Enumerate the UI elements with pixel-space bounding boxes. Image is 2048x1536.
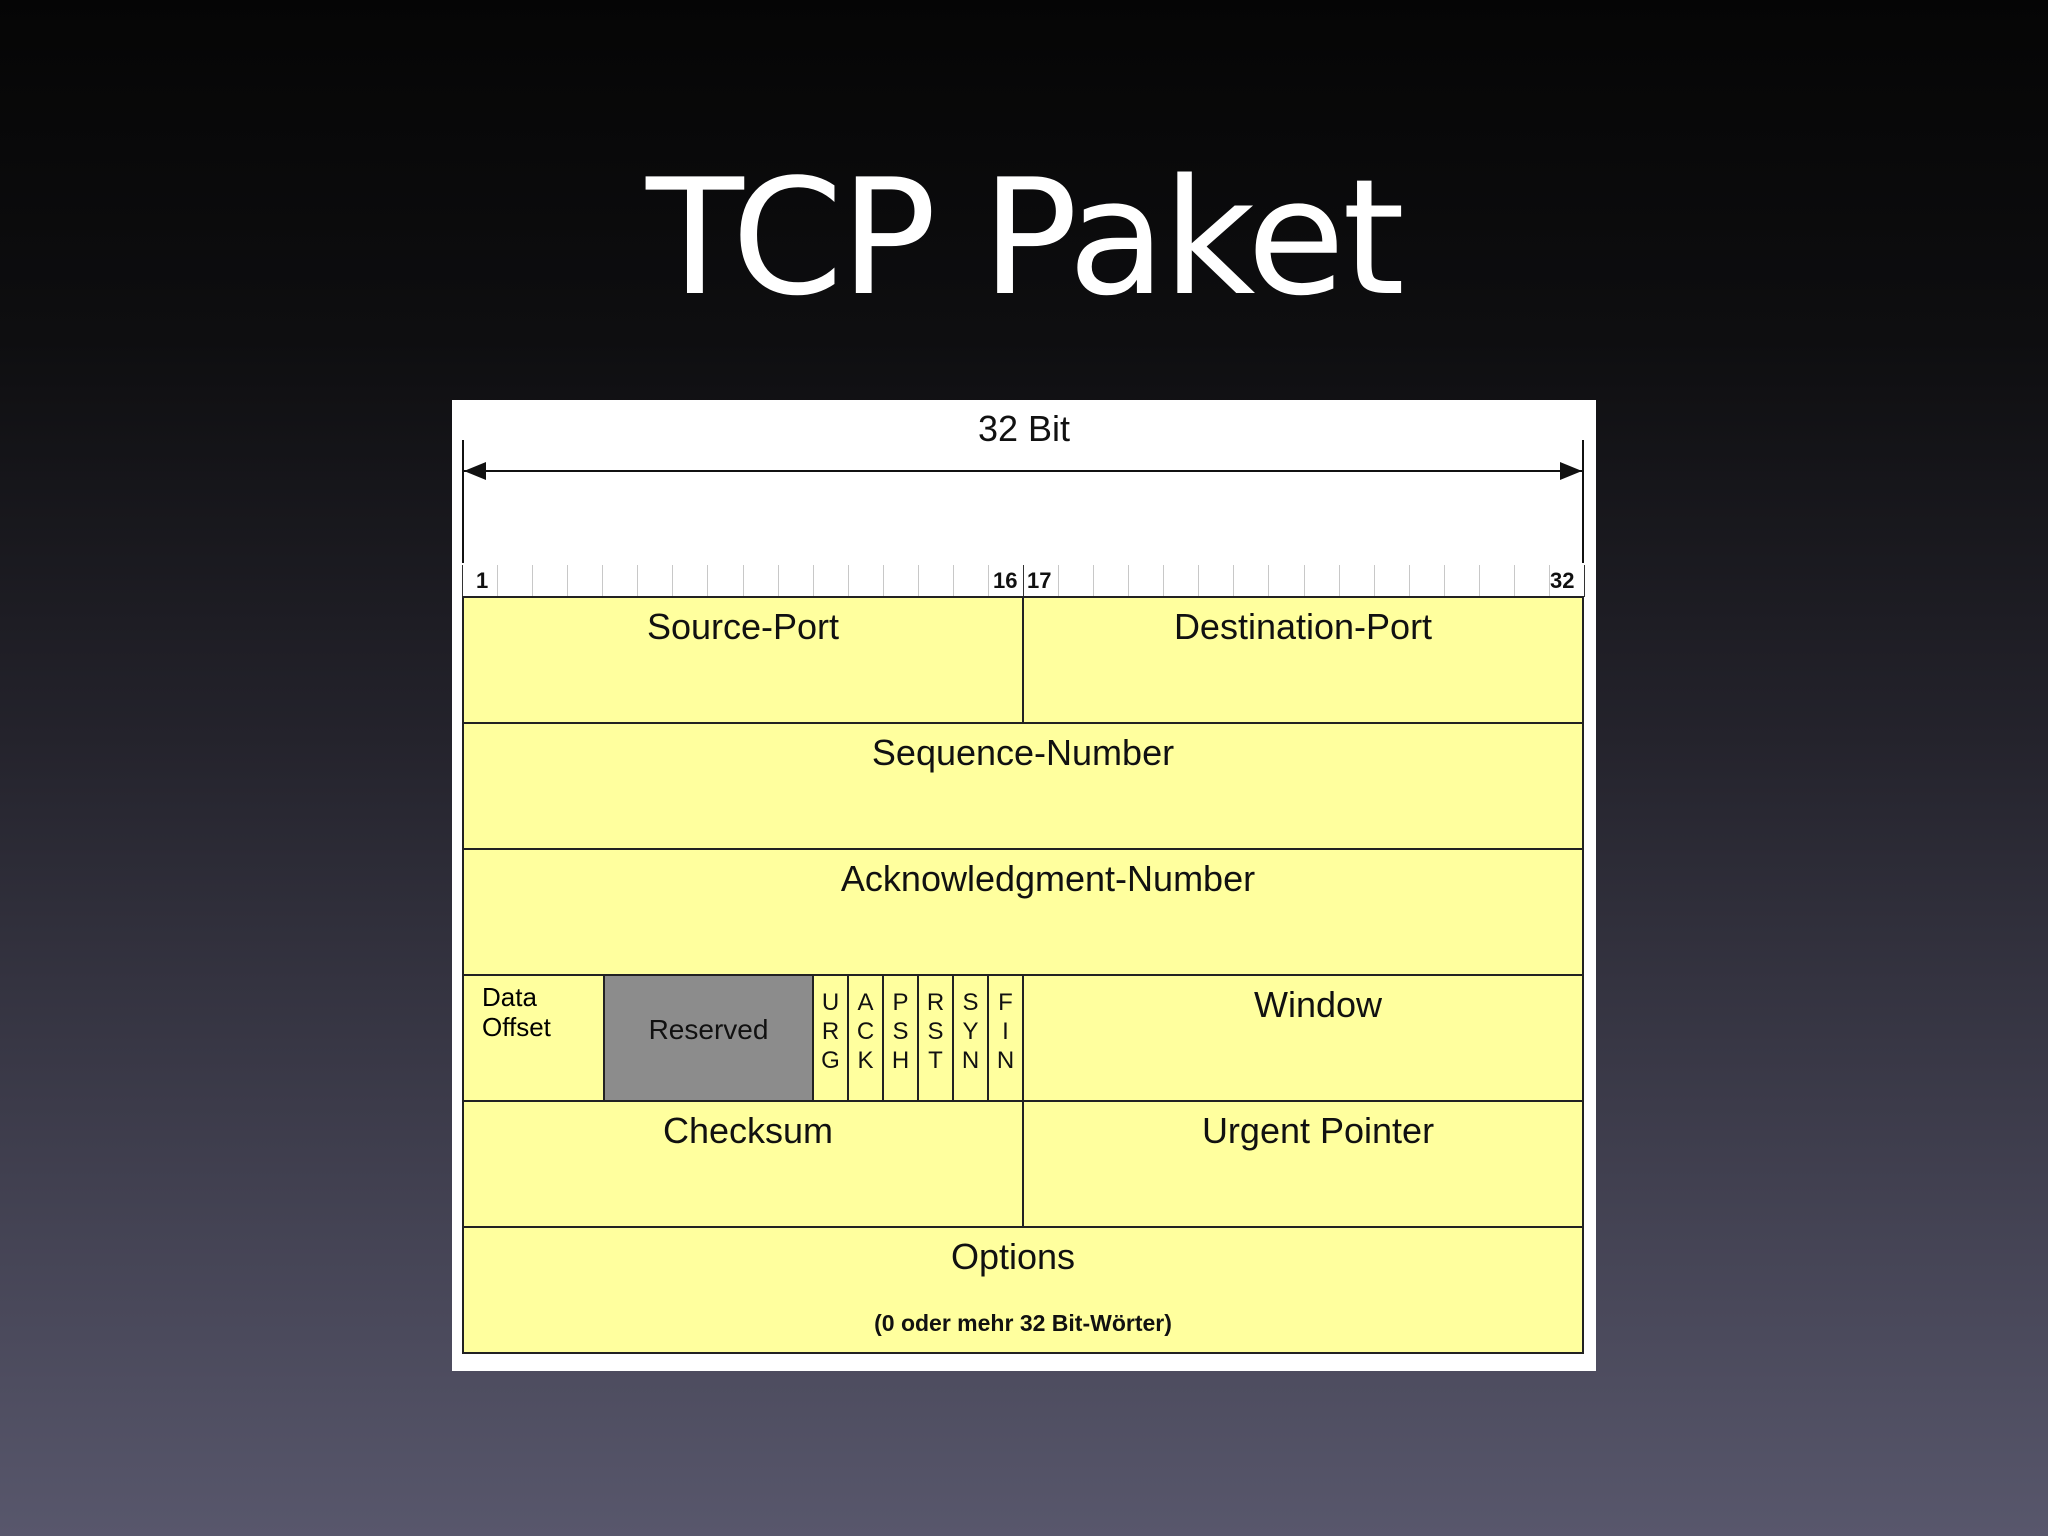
bit-tick	[743, 565, 744, 597]
bit-tick	[883, 565, 884, 597]
bit-tick	[918, 565, 919, 597]
sequence-number-field: Sequence-Number	[462, 722, 1584, 850]
bit-tick	[1304, 565, 1305, 597]
bit-number-1: 1	[476, 568, 489, 593]
arrow-left-head	[464, 462, 486, 480]
flag-rst-letter-1: R	[926, 989, 945, 1016]
source-port-field: Source-Port	[462, 596, 1024, 724]
flag-urg-letter-1: U	[821, 989, 840, 1016]
checksum-field: Checksum	[462, 1100, 1024, 1228]
bit-tick	[602, 565, 603, 597]
slide-title: TCP Paket	[646, 144, 1405, 331]
flag-rst: R S T	[917, 974, 954, 1102]
bit-tick	[1479, 565, 1480, 597]
flag-urg-letter-3: G	[821, 1047, 840, 1074]
arrow-right-head	[1560, 462, 1582, 480]
bit-tick	[567, 565, 568, 597]
urgent-pointer-label: Urgent Pointer	[1201, 1110, 1435, 1151]
bracket-right-end	[1582, 440, 1584, 563]
bit-tick	[1339, 565, 1340, 597]
bit-tick	[707, 565, 708, 597]
data-offset-label-line2: Offset	[482, 1012, 551, 1042]
flag-psh-letter-1: P	[892, 989, 909, 1016]
data-offset-field: Data Offset	[462, 974, 605, 1102]
flag-syn: S Y N	[952, 974, 989, 1102]
reserved-label: Reserved	[648, 1014, 769, 1045]
options-label: Options	[950, 1236, 1076, 1277]
flag-fin: F I N	[987, 974, 1024, 1102]
bit-tick	[1514, 565, 1515, 597]
bit-tick	[672, 565, 673, 597]
bit-tick	[1233, 565, 1234, 597]
bit-scale: 1 16 17 32	[462, 565, 1585, 597]
flag-syn-letter-3: N	[961, 1047, 980, 1074]
bracket-left-end	[462, 440, 464, 563]
width-label: 32 Bit	[977, 408, 1071, 449]
flag-fin-letter-1: F	[998, 989, 1013, 1016]
bit-tick	[1374, 565, 1375, 597]
flag-syn-letter-2: Y	[962, 1018, 979, 1045]
bit-tick	[778, 565, 779, 597]
destination-port-field: Destination-Port	[1022, 596, 1584, 724]
bit-tick	[637, 565, 638, 597]
data-offset-label-line1: Data	[482, 982, 537, 1012]
checksum-label: Checksum	[662, 1110, 834, 1151]
sequence-number-label: Sequence-Number	[871, 732, 1175, 773]
bit-tick	[1198, 565, 1199, 597]
tcp-header-diagram: 32 Bit 1 16 17 32 Source-Port Destinatio…	[452, 400, 1596, 1371]
bit-tick	[813, 565, 814, 597]
flag-psh-letter-2: S	[892, 1018, 909, 1045]
options-note: (0 oder mehr 32 Bit-Wörter)	[874, 1310, 1172, 1336]
flag-ack-letter-3: K	[857, 1047, 874, 1074]
bit-tick	[1549, 565, 1550, 597]
urgent-pointer-field: Urgent Pointer	[1022, 1100, 1584, 1228]
flag-fin-letter-2: I	[1002, 1018, 1009, 1045]
flag-ack-letter-1: A	[857, 989, 874, 1016]
bit-number-16: 16	[993, 568, 1018, 593]
bit-tick	[848, 565, 849, 597]
window-label: Window	[1253, 984, 1383, 1025]
bit-tick	[462, 565, 463, 597]
acknowledgment-number-label: Acknowledgment-Number	[840, 858, 1256, 899]
bit-tick	[1093, 565, 1094, 597]
bit-tick	[953, 565, 954, 597]
flag-psh-letter-3: H	[891, 1047, 910, 1074]
flag-urg: U R G	[812, 974, 849, 1102]
bit-tick	[532, 565, 533, 597]
source-port-label: Source-Port	[646, 606, 840, 647]
flag-ack: A C K	[847, 974, 884, 1102]
reserved-field: Reserved	[603, 974, 814, 1102]
bit-tick	[1128, 565, 1129, 597]
bit-number-17: 17	[1027, 568, 1052, 593]
flag-syn-letter-1: S	[962, 989, 979, 1016]
bit-tick	[1163, 565, 1164, 597]
flag-ack-letter-2: C	[856, 1018, 875, 1045]
flag-urg-letter-2: R	[821, 1018, 840, 1045]
bit-tick	[988, 565, 989, 597]
bit-tick	[1023, 565, 1024, 597]
bit-tick	[1444, 565, 1445, 597]
bracket-arrow-line	[464, 470, 1582, 472]
bit-number-32: 32	[1550, 568, 1575, 593]
acknowledgment-number-field: Acknowledgment-Number	[462, 848, 1584, 976]
flag-rst-letter-3: T	[928, 1047, 943, 1074]
destination-port-label: Destination-Port	[1173, 606, 1433, 647]
flag-rst-letter-2: S	[927, 1018, 944, 1045]
flag-fin-letter-3: N	[996, 1047, 1015, 1074]
bit-tick	[1268, 565, 1269, 597]
bit-tick	[1409, 565, 1410, 597]
bit-tick	[1058, 565, 1059, 597]
bit-tick	[497, 565, 498, 597]
bit-tick	[1584, 565, 1585, 597]
options-field: Options (0 oder mehr 32 Bit-Wörter)	[462, 1226, 1584, 1354]
flag-psh: P S H	[882, 974, 919, 1102]
window-field: Window	[1022, 974, 1584, 1102]
